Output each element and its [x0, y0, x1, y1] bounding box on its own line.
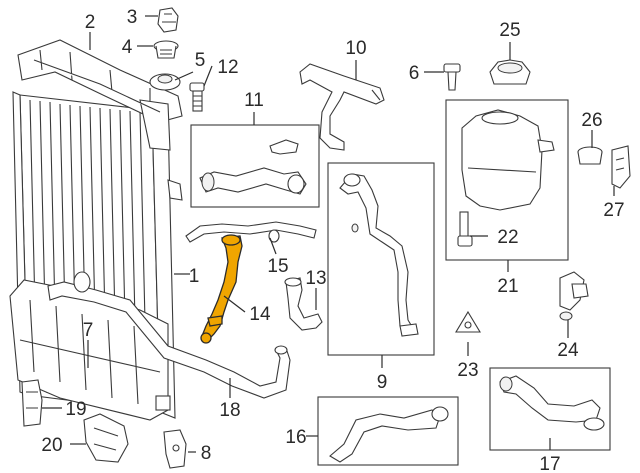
- callout-labels: 1 2 3 4 5 6 7 8 9 10 11 12 13 14 15 16 1…: [41, 7, 624, 473]
- box-part-16: [317, 396, 459, 466]
- callout-15: 15: [267, 256, 288, 277]
- callout-4: 4: [122, 37, 133, 58]
- callout-25: 25: [499, 20, 520, 41]
- callout-19: 19: [65, 399, 86, 420]
- part-screw-12: [189, 82, 205, 112]
- part-mount-5: [149, 73, 181, 91]
- hose-part-13: [284, 277, 323, 331]
- part-bracket-27: [611, 145, 631, 189]
- callout-21: 21: [497, 276, 518, 297]
- part-clip-3: [157, 7, 179, 33]
- hose-part-10: [299, 63, 385, 151]
- callout-5: 5: [195, 50, 206, 71]
- callout-14: 14: [249, 304, 271, 325]
- bracket-part-8: [163, 429, 187, 469]
- part-plug-26: [577, 146, 603, 165]
- bracket-part-20: [83, 413, 129, 463]
- pipe-part-18: [47, 271, 291, 399]
- callout-3: 3: [127, 7, 138, 28]
- callout-27: 27: [603, 200, 624, 221]
- callout-11: 11: [244, 90, 264, 111]
- pipe-part-15: [185, 221, 317, 243]
- hose-part-14-highlighted: [200, 234, 243, 344]
- reservoir-part-21: [461, 109, 555, 211]
- callout-13: 13: [305, 268, 326, 289]
- callout-18: 18: [219, 400, 240, 421]
- box-part-9: [327, 162, 435, 356]
- callout-22: 22: [497, 227, 518, 248]
- callout-26: 26: [581, 110, 602, 131]
- callout-16: 16: [285, 427, 306, 448]
- callout-10: 10: [345, 38, 366, 59]
- sensor-part-22: [457, 211, 473, 247]
- bracket-part-19: [21, 379, 43, 427]
- box-part-11: [190, 124, 320, 208]
- callout-9: 9: [377, 372, 388, 393]
- callout-23: 23: [457, 360, 478, 381]
- hose-part-16: [329, 406, 449, 463]
- callout-2: 2: [85, 12, 96, 33]
- part-cap-25: [489, 59, 531, 85]
- callout-17: 17: [539, 454, 560, 473]
- callout-8: 8: [201, 443, 212, 464]
- callout-20: 20: [41, 435, 62, 456]
- upper-radiator-support: [17, 39, 183, 151]
- callout-6: 6: [409, 63, 420, 84]
- callout-1: 1: [189, 266, 200, 287]
- part-grommet-4: [153, 40, 179, 59]
- callout-12: 12: [217, 57, 238, 78]
- hose-part-11: [199, 139, 307, 195]
- warning-label-part-23: [455, 310, 481, 333]
- callout-24: 24: [557, 340, 579, 361]
- hose-part-17: [499, 375, 605, 431]
- box-part-21: [445, 99, 569, 261]
- hose-part-9: [339, 173, 419, 337]
- part-bolt-6: [443, 63, 461, 91]
- bracket-part-24: [559, 271, 589, 321]
- leader-lines: [42, 15, 615, 453]
- callout-7: 7: [83, 320, 94, 341]
